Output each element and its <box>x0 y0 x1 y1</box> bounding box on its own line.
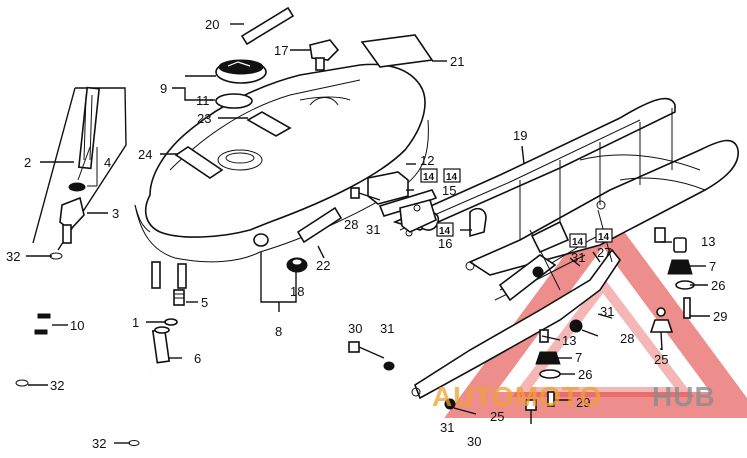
bolt-29-right <box>683 297 710 319</box>
callout-15: 15 <box>442 183 456 198</box>
hose-6 <box>151 326 171 364</box>
breather-17 <box>309 39 340 71</box>
callout-5: 5 <box>201 295 208 310</box>
callout-32-bottom: 32 <box>50 378 64 393</box>
callout-9: 9 <box>160 81 167 96</box>
callout-2: 2 <box>24 155 31 170</box>
callout-30-lower: 30 <box>467 434 481 449</box>
callout-31-upper: 31 <box>366 222 380 237</box>
decal-21 <box>360 34 434 68</box>
callout-25-right: 25 <box>654 352 668 367</box>
callout-3: 3 <box>112 206 119 221</box>
drain-fitting-5 <box>173 289 185 306</box>
bolt-25-right <box>649 307 674 351</box>
callout-31-frame: 31 <box>571 250 585 265</box>
callout-30-middle: 30 <box>348 321 362 336</box>
fuel-cap-9 <box>215 59 267 84</box>
callout-labels: 20 17 21 9 11 23 24 2 4 3 32 10 32 5 1 6… <box>6 17 727 451</box>
callout-20: 20 <box>205 17 219 32</box>
nut-31-middle <box>383 361 395 371</box>
clip-32-bottom <box>15 379 29 387</box>
pad-22 <box>296 206 343 244</box>
strip-23 <box>246 111 292 137</box>
callout-23: 23 <box>197 111 211 126</box>
watermark-text-grey: HUB <box>652 381 716 412</box>
gasket-11 <box>215 93 253 109</box>
callout-1: 1 <box>132 315 139 330</box>
callout-22: 22 <box>316 258 330 273</box>
callout-28-upper: 28 <box>344 217 358 232</box>
washer-26-lower <box>539 369 561 379</box>
callout-11: 11 <box>196 93 210 108</box>
callout-27: 27 <box>597 245 611 260</box>
rubber-7-right <box>667 259 693 275</box>
callout-29-lower: 29 <box>576 395 590 410</box>
callout-32-top: 32 <box>6 249 20 264</box>
decal-20 <box>240 6 295 46</box>
callout-10: 10 <box>70 318 84 333</box>
fuel-tank <box>134 63 429 289</box>
watermark-triangle-inner <box>511 276 695 397</box>
callout-31-lower: 31 <box>440 420 454 435</box>
callout-6: 6 <box>194 351 201 366</box>
grommet-18 <box>286 257 308 273</box>
callout-26-right: 26 <box>711 278 725 293</box>
clamp-16 <box>469 207 487 238</box>
callout-31-middle: 31 <box>380 321 394 336</box>
callout-4: 4 <box>104 155 111 170</box>
callout-13-right: 13 <box>701 234 715 249</box>
callout-24: 24 <box>138 147 152 162</box>
nut-31-frame <box>532 266 544 278</box>
callout-26-lower: 26 <box>578 367 592 382</box>
callout-29-right: 29 <box>713 309 727 324</box>
callout-19: 19 <box>513 128 527 143</box>
callout-7-lower: 7 <box>575 350 582 365</box>
callout-12: 12 <box>420 153 434 168</box>
callout-7-right: 7 <box>709 259 716 274</box>
bracket-27 <box>530 220 570 254</box>
fuel-hose-10 <box>24 261 52 376</box>
washer-1 <box>164 318 178 326</box>
bolt-29-lower <box>547 391 572 407</box>
callout-16: 16 <box>438 236 452 251</box>
rubber-13-right <box>673 237 687 253</box>
callout-8: 8 <box>275 324 282 339</box>
callout-21: 21 <box>450 54 464 69</box>
bolt-30-middle <box>348 341 385 359</box>
boxed-callout-14-e: 14 <box>598 232 610 243</box>
callout-31-right: 31 <box>600 304 614 319</box>
strip-24 <box>174 146 224 179</box>
callout-18: 18 <box>290 284 304 299</box>
bolt-25-lower <box>525 399 537 424</box>
callout-32-lowest: 32 <box>92 436 106 451</box>
boxed-callout-14-d: 14 <box>572 237 584 248</box>
boxed-callouts: 14 14 14 14 14 <box>420 168 613 248</box>
bolt-28-lower <box>569 319 599 337</box>
bolt-28-upper <box>350 187 381 201</box>
rubber-7-lower <box>535 351 561 365</box>
bracket-12 <box>367 171 438 233</box>
bolt-30-lower <box>444 398 477 415</box>
callout-28-lower: 28 <box>620 331 634 346</box>
boxed-callout-14-c: 14 <box>439 226 451 237</box>
boxed-callout-14-b: 14 <box>446 172 458 183</box>
drain-tube <box>128 371 152 446</box>
callout-17: 17 <box>274 43 288 58</box>
watermark-text-orange: AUTOMOTO <box>432 381 602 412</box>
callout-13-lower: 13 <box>562 333 576 348</box>
fuel-cock-assembly <box>32 86 127 251</box>
boxed-callout-14-a: 14 <box>423 172 435 183</box>
callout-25-lower: 25 <box>490 409 504 424</box>
watermark-text: AUTOMOTO HUB <box>432 381 716 412</box>
leader-lines <box>26 23 708 444</box>
